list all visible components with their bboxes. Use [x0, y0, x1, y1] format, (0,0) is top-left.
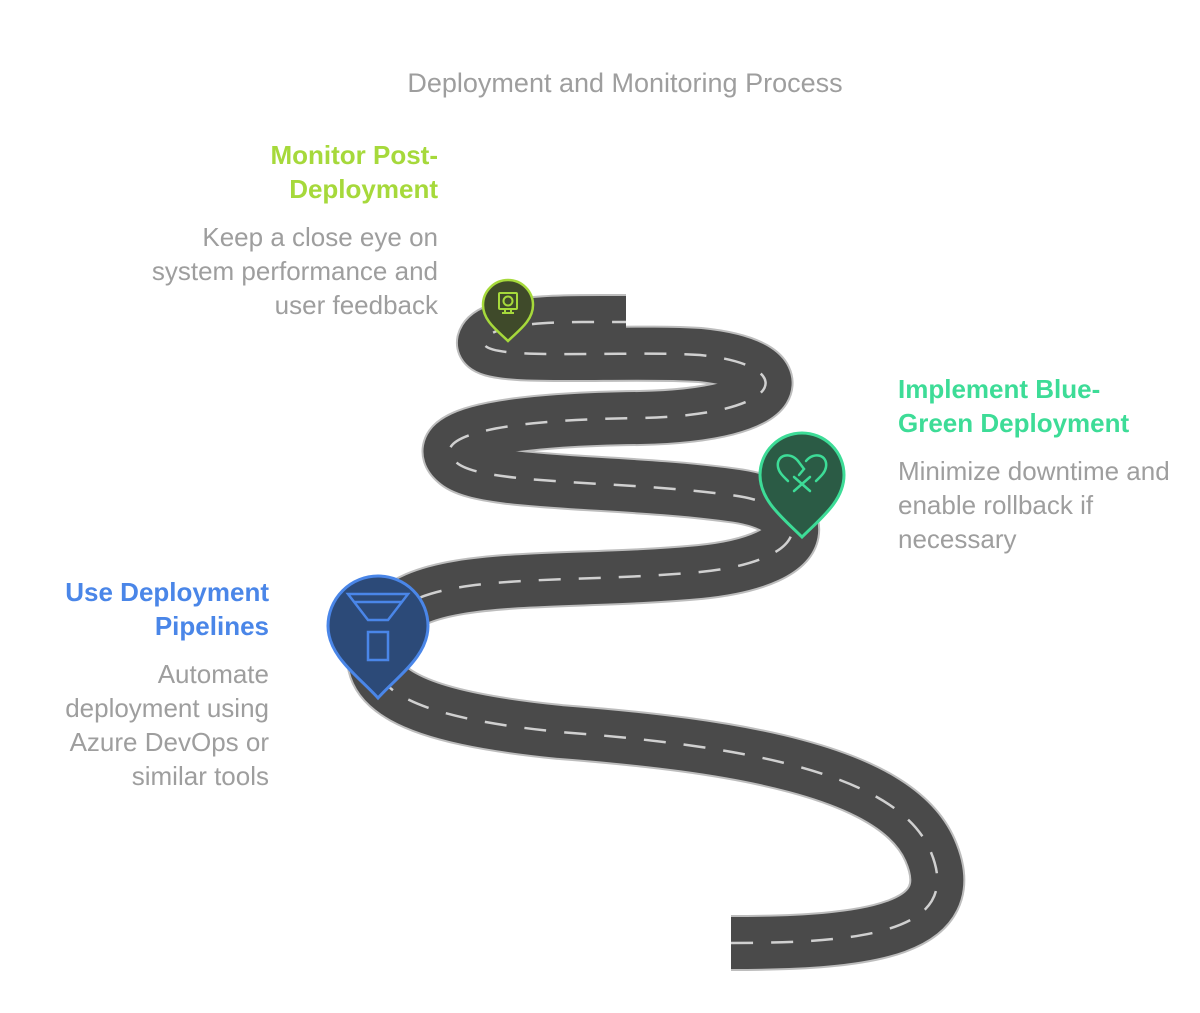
- step-bluegreen-description: Minimize downtime and enable rollback if…: [898, 456, 1170, 554]
- step-bluegreen: Implement Blue- Green Deployment Minimiz…: [898, 372, 1188, 556]
- monitor-camera-icon: [498, 292, 518, 314]
- pin-pipelines-marker: [326, 574, 430, 701]
- pin-bluegreen: [758, 431, 846, 540]
- step-monitor-title: Monitor Post- Deployment: [270, 140, 438, 204]
- road-path: [346, 293, 966, 971]
- broken-heart-icon: [776, 454, 828, 493]
- step-pipelines: Use Deployment Pipelines Automate deploy…: [20, 575, 269, 793]
- pin-pipelines: [326, 574, 430, 701]
- step-pipelines-title: Use Deployment Pipelines: [65, 577, 269, 641]
- funnel-icon: [345, 592, 411, 662]
- step-monitor: Monitor Post- Deployment Keep a close ey…: [120, 138, 438, 322]
- diagram-title: Deployment and Monitoring Process: [407, 68, 843, 98]
- step-bluegreen-title: Implement Blue- Green Deployment: [898, 374, 1130, 438]
- pin-monitor-marker: [481, 278, 535, 343]
- step-monitor-description: Keep a close eye on system performance a…: [151, 222, 438, 320]
- step-pipelines-description: Automate deployment using Azure DevOps o…: [65, 659, 269, 791]
- pin-monitor: [481, 278, 535, 343]
